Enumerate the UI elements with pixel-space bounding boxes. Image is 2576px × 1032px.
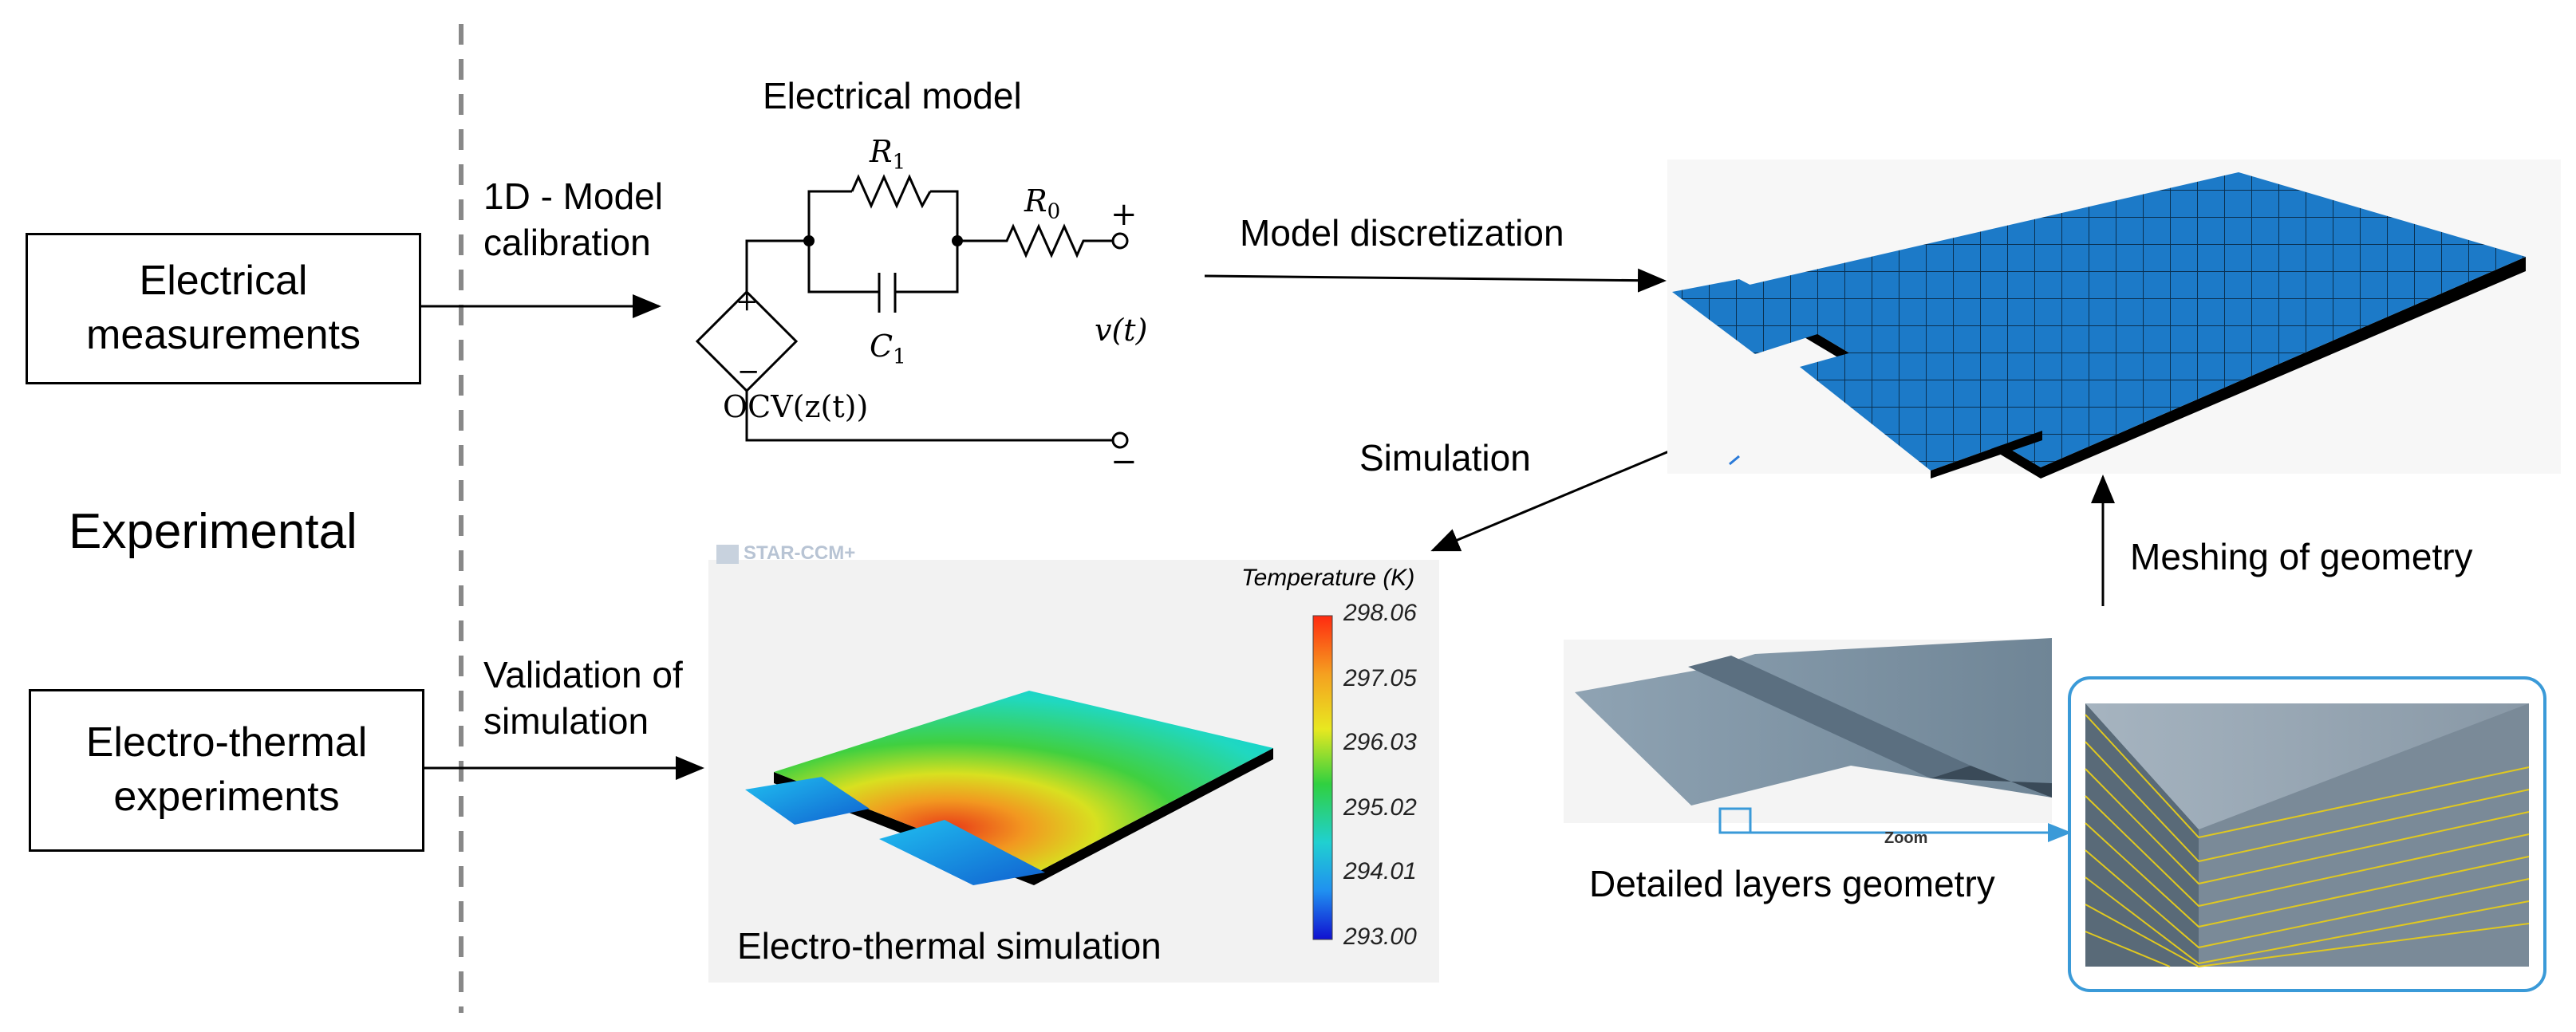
model-calibration-line1: 1D - Model xyxy=(483,175,663,217)
geometry-caption: Detailed layers geometry xyxy=(1589,863,1995,904)
validation-line2: simulation xyxy=(483,699,649,742)
r1-label: R1 xyxy=(870,134,905,175)
experimental-label: Experimental xyxy=(69,504,357,559)
electro-thermal-experiments-box: Electro-thermal experiments xyxy=(29,689,424,852)
temperature-legend-bar xyxy=(1312,615,1333,940)
software-watermark: STAR-CCM+ xyxy=(716,542,855,565)
model-discretization-label: Model discretization xyxy=(1240,212,1564,254)
r0-subscript: 0 xyxy=(1047,199,1061,224)
legend-value-1: 297.05 xyxy=(1343,665,1417,691)
simulation-arrow xyxy=(1430,437,1700,552)
discretization-arrow xyxy=(1204,268,1667,293)
thermal-simulation xyxy=(708,560,1439,983)
model-calibration-label: 1D - Model calibration xyxy=(483,174,663,266)
c1-label: C1 xyxy=(870,329,906,369)
c1-subscript: 1 xyxy=(893,345,906,369)
electro-thermal-experiments-line1: Electro-thermal xyxy=(85,719,368,766)
r0-symbol: R xyxy=(1024,183,1047,219)
software-logo-icon xyxy=(716,544,739,564)
electrical-measurements-box: Electrical measurements xyxy=(26,233,421,384)
meshing-label: Meshing of geometry xyxy=(2130,536,2473,577)
ocv-label: OCV(z(t)) xyxy=(723,389,869,424)
validation-label: Validation of simulation xyxy=(483,652,683,744)
thermal-caption: Electro-thermal simulation xyxy=(737,925,1162,967)
legend-value-4: 294.01 xyxy=(1343,858,1417,884)
zoom-label: Zoom xyxy=(1884,829,1928,847)
simulation-label: Simulation xyxy=(1359,437,1531,479)
model-calibration-line2: calibration xyxy=(483,221,651,263)
software-name: STAR-CCM+ xyxy=(744,542,856,564)
r0-label: R0 xyxy=(1024,183,1060,224)
validation-line1: Validation of xyxy=(483,654,683,695)
zoom-source-box xyxy=(1718,807,1752,834)
meshed-cell-model xyxy=(1667,160,2561,479)
terminal-plus: + xyxy=(1110,196,1138,233)
electro-thermal-experiments-line2: experiments xyxy=(113,774,340,820)
legend-value-2: 296.03 xyxy=(1343,729,1417,755)
electrical-measurements-line1: Electrical xyxy=(139,258,308,305)
legend-value-0: 298.06 xyxy=(1343,600,1417,626)
electrical-measurements-line2: measurements xyxy=(86,312,361,358)
r1-symbol: R xyxy=(870,134,893,169)
c1-symbol: C xyxy=(870,329,894,364)
legend-value-5: 293.00 xyxy=(1343,924,1417,950)
legend-value-3: 295.02 xyxy=(1343,794,1417,821)
terminal-minus: − xyxy=(1110,443,1138,480)
legend-title: Temperature (K) xyxy=(1241,565,1415,591)
circuit-title: Electrical model xyxy=(763,75,1022,116)
equivalent-circuit xyxy=(695,174,1129,449)
source-plus: + xyxy=(736,286,759,317)
vt-label: v(t) xyxy=(1095,313,1148,348)
layer-geometry xyxy=(1564,638,2546,992)
r1-subscript: 1 xyxy=(892,150,906,175)
source-minus: − xyxy=(737,356,760,388)
